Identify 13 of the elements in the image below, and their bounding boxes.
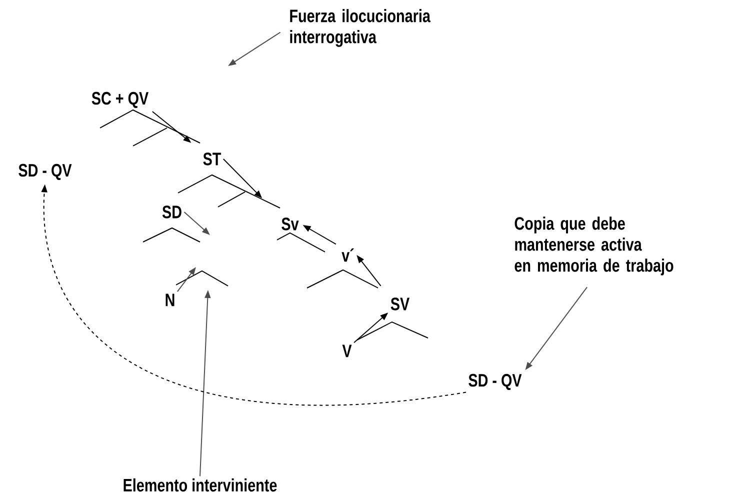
node-label: SD - QV xyxy=(468,374,522,390)
node-label: Sv xyxy=(282,218,299,230)
node-label: SC + QV xyxy=(92,92,148,108)
node-label: N xyxy=(166,294,174,306)
node-label: ST xyxy=(203,152,222,166)
node-label: Fuerza ilocucionaria interrogativa xyxy=(290,9,431,47)
node-label: V xyxy=(342,344,352,358)
node-label: SD xyxy=(162,206,182,218)
node-label: v´ xyxy=(342,248,354,262)
node-label: SV xyxy=(390,298,410,310)
node-label: Elemento interviniente xyxy=(124,478,277,492)
node-label: SD - QV xyxy=(18,164,72,180)
node-label: Copia que debe mantenerse activa en memoria de trabajo xyxy=(514,216,674,276)
